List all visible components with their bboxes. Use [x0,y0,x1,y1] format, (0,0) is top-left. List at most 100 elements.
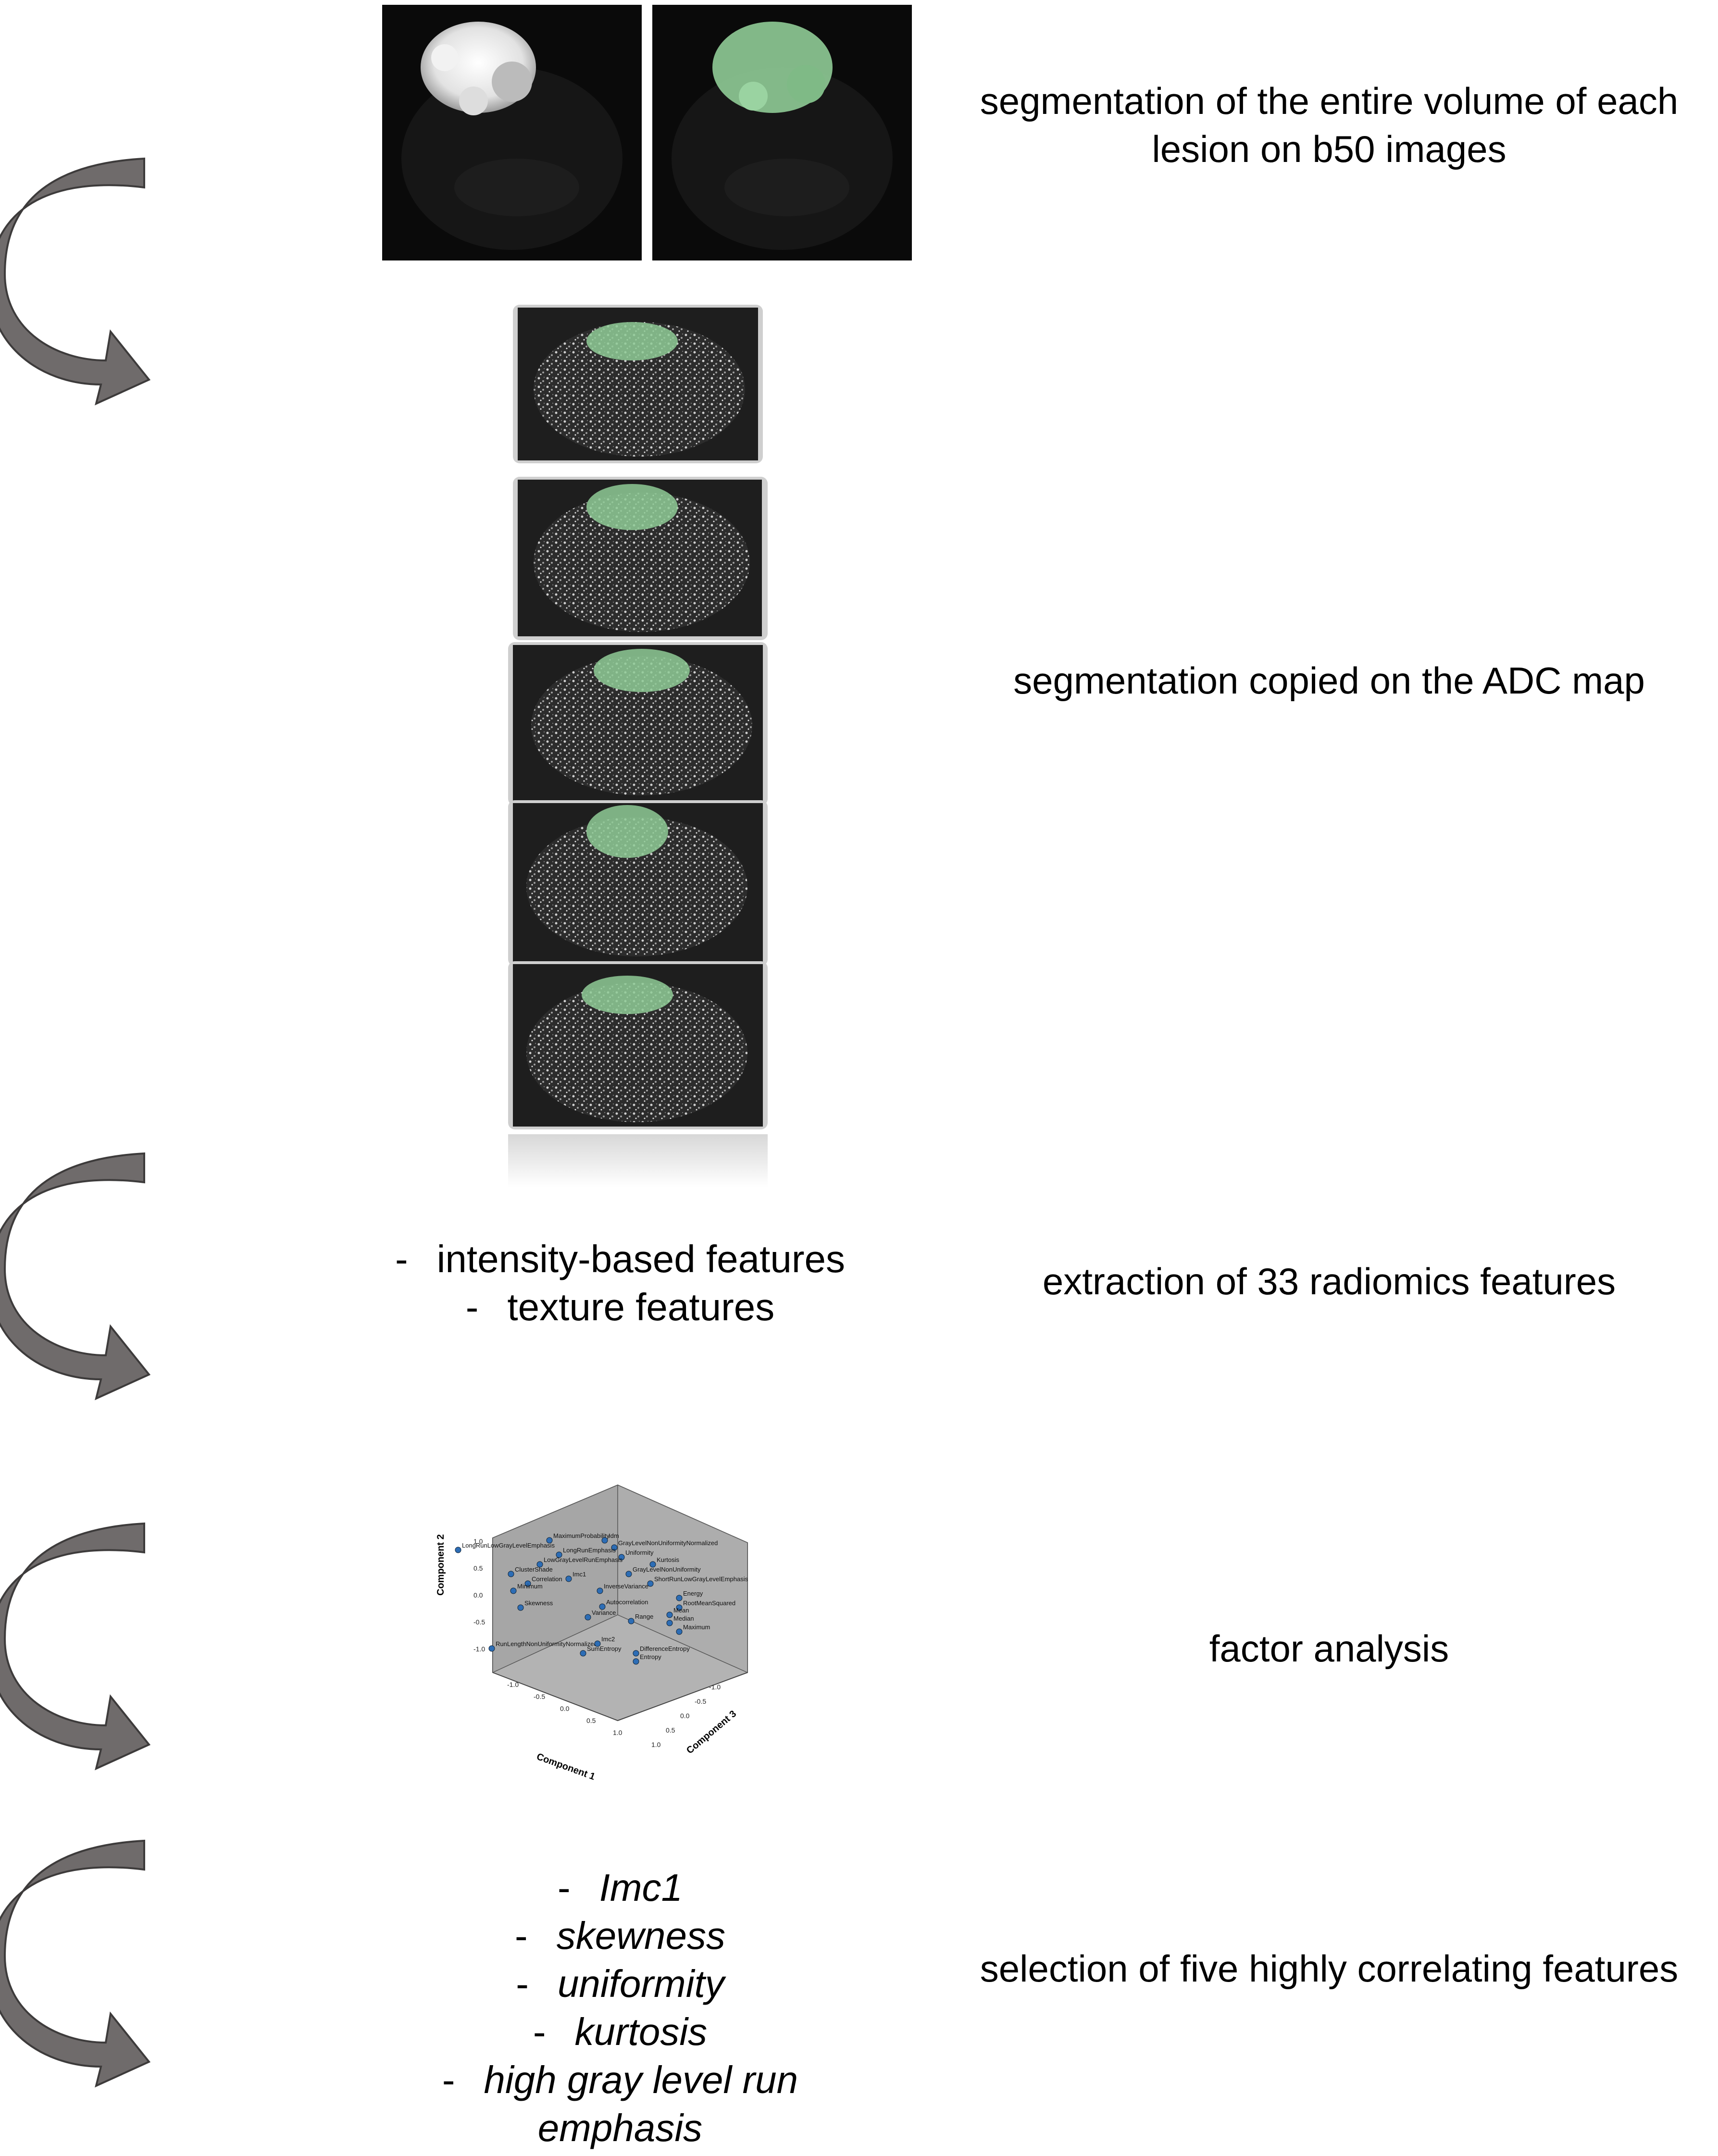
loading-point-label: Mean [673,1607,689,1614]
curved-arrow-icon [0,1839,151,2088]
adc-slice [513,477,768,640]
loading-point [546,1537,553,1544]
curved-arrow-icon [0,157,151,406]
loading-point-label: Range [635,1613,653,1620]
list-item-label: uniformity [557,1962,724,2005]
loading-point [508,1571,514,1577]
loading-point [599,1603,606,1610]
loading-point [611,1544,618,1551]
loading-point-label: GrayLevelNonUniformity [633,1566,701,1573]
loading-point [597,1587,603,1594]
step5-caption: selection of five highly correlating fea… [980,1947,1679,1990]
loading-point [628,1618,635,1624]
loading-point [556,1551,562,1558]
tick-label: -0.5 [695,1698,706,1705]
adc-slice [513,305,763,463]
list-item: -texture features [465,1286,775,1328]
loading-point [649,1561,656,1568]
loading-point-label: RootMeanSquared [683,1599,735,1607]
loading-point-label: Maximum [683,1623,710,1631]
extraction-feature-list: -intensity-based features -texture featu… [365,1235,875,1331]
tick-label: 0.0 [473,1591,483,1599]
loading-point [455,1547,461,1553]
tick-label: 1.0 [613,1729,622,1736]
tick-label: 1.0 [651,1741,661,1748]
loading-point [676,1595,683,1601]
loading-point [666,1611,673,1618]
loading-point-label: Correlation [532,1575,562,1583]
list-item: -kurtosis [533,2010,708,2053]
tick-label: 0.0 [560,1705,570,1712]
loading-point [517,1604,524,1611]
step4-caption: factor analysis [1209,1627,1449,1670]
loading-point-label: Minimum [517,1583,543,1590]
loading-point-label: Uniformity [625,1549,654,1556]
factor-analysis-plot: Component 2 Component 1 Component 3 1.0 … [436,1484,748,1782]
loading-point-label: LongRunEmphasis [563,1547,616,1554]
loading-point [585,1614,591,1621]
loading-point-label: Kurtosis [657,1556,679,1563]
list-item: -intensity-based features [395,1238,845,1280]
list-item: -high gray level run [442,2058,798,2101]
list-item-label: texture features [507,1286,775,1328]
loading-point [676,1604,683,1611]
list-item-label: kurtosis [574,2010,708,2053]
loading-point-label: ClusterShade [515,1566,553,1573]
b50-image-segmented [652,5,912,260]
loading-point-label: Variance [592,1609,616,1616]
loading-point [633,1650,639,1657]
step3-caption: extraction of 33 radiomics features [1042,1260,1616,1302]
loading-point-label: Idm [609,1532,619,1539]
loading-point [676,1628,683,1635]
adc-slice [508,642,768,805]
adc-slice [508,800,768,966]
selected-feature-list: -Imc1 -skewness -uniformity -kurtosis -h… [365,1864,875,2152]
list-item-label: intensity-based features [436,1238,845,1280]
loading-point-label: Entropy [640,1653,661,1660]
tick-label: 1.0 [473,1537,483,1545]
adc-slice-stack [508,305,768,1187]
tick-label: -1.0 [473,1645,485,1653]
loading-point [618,1554,625,1561]
tick-label: -1.0 [507,1681,519,1688]
step1-caption-line1: segmentation of the entire volume of eac… [980,80,1679,122]
loading-point-label: Imc1 [573,1571,586,1578]
loading-point-label: MaximumProbability [553,1532,610,1539]
list-item: -Imc1 [558,1866,683,1909]
list-item-continued: emphasis [365,2104,875,2152]
list-item: -skewness [515,1914,725,1957]
b50-image-raw [382,5,642,260]
tick-label: -0.5 [534,1693,545,1700]
loading-point-label: LongRunLowGrayLevelEmphasis [462,1542,555,1549]
list-item-label: skewness [556,1914,725,1957]
step2-caption: segmentation copied on the ADC map [1013,659,1645,702]
step1-caption-line2: lesion on b50 images [1152,128,1506,170]
loading-point-label: Skewness [524,1599,553,1607]
list-item: -uniformity [516,1962,724,2005]
axis-label-component-2: Component 2 [436,1534,446,1596]
loading-point-label: Median [673,1615,694,1622]
loading-point-label: Autocorrelation [606,1598,648,1606]
loading-point [488,1645,495,1652]
loading-point-label: SumEntropy [587,1645,622,1652]
tick-label: -1.0 [709,1683,721,1691]
list-item-label: emphasis [537,2106,703,2149]
list-item-label: Imc1 [599,1866,683,1909]
tick-label: -0.5 [473,1618,485,1626]
tick-label: 0.5 [666,1726,675,1734]
loading-point [633,1658,639,1665]
loading-point-label: InverseVariance [604,1583,648,1590]
loading-point [647,1580,654,1587]
loading-point [601,1537,608,1544]
loading-point-label: LowGrayLevelRunEmphasis [544,1556,623,1563]
curved-arrow-icon [0,1522,151,1771]
loading-point [524,1580,531,1587]
curved-arrow-icon [0,1152,151,1400]
list-item-label: high gray level run [484,2058,798,2101]
loading-point-label: DifferenceEntropy [640,1645,690,1652]
loading-point-label: Imc2 [601,1636,615,1643]
loading-point [594,1640,601,1647]
loading-point-label: Energy [683,1590,703,1597]
loading-point [510,1587,517,1594]
step1-caption: segmentation of the entire volume of eac… [942,77,1716,173]
